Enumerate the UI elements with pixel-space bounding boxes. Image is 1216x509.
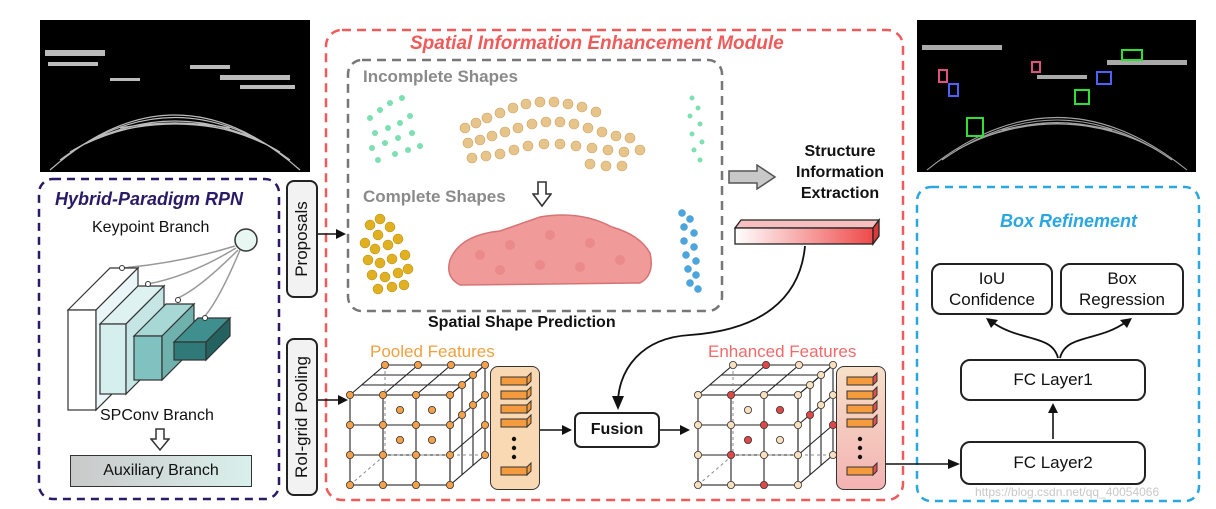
siem-title: Spatial Information Enhancement Module (410, 33, 784, 54)
incomplete-point-clouds (367, 95, 705, 172)
spconv-branch-label: SPConv Branch (100, 407, 214, 424)
structure-feature-vector (733, 218, 881, 246)
pooled-to-fusion-arrow-icon (540, 425, 572, 435)
roi-grid-pooling-tab: RoI-grid Pooling (286, 338, 318, 496)
incomplete-shapes-label: Incomplete Shapes (363, 67, 518, 86)
incomplete-to-complete-arrow-icon (532, 181, 552, 208)
shape-prediction-frame (346, 58, 724, 313)
siem-frame (324, 28, 905, 502)
box-label-line1: Box (1107, 268, 1137, 288)
structure-label-line1: Structure (804, 143, 876, 160)
box-regression-box: Box Regression (1060, 263, 1184, 315)
rpn-title: Hybrid-Paradigm RPN (55, 189, 244, 209)
refine-title: Box Refinement (1000, 211, 1138, 231)
keypoint-branch-label: Keypoint Branch (92, 219, 210, 236)
enhanced-feature-grid (694, 361, 837, 490)
complete-blue-cluster (678, 209, 702, 293)
lidar-scan-input-image (40, 20, 310, 172)
enhanced-to-fc2-arrow-icon (886, 459, 960, 469)
spconv-down-arrow-icon (150, 428, 170, 452)
pooled-feature-stack (490, 366, 540, 490)
structure-extraction-label: Structure Information Extraction (780, 142, 900, 204)
complete-yellow-cluster (359, 213, 414, 295)
iou-label-line1: IoU (978, 268, 1006, 288)
fc-layer2-box: FC Layer2 (960, 441, 1146, 485)
shape-to-structure-arrow-icon (728, 164, 777, 190)
fc-layer2-label: FC Layer2 (1013, 453, 1093, 473)
spatial-shape-prediction-label: Spatial Shape Prediction (428, 314, 616, 331)
auxiliary-branch-box: Auxiliary Branch (70, 455, 252, 487)
box-label-line2: Regression (1079, 290, 1165, 309)
complete-shapes-label: Complete Shapes (363, 187, 506, 206)
structure-to-fusion-arrow-icon (612, 245, 806, 410)
rpn-frame (37, 177, 281, 501)
fusion-box: Fusion (574, 412, 660, 448)
lidar-detection-output-image (917, 20, 1196, 172)
proposals-tab: Proposals (286, 180, 318, 298)
fc1-to-heads-arrows-icon (986, 318, 1132, 359)
structure-label-line2: Information (796, 163, 884, 181)
incomplete-green-side-cluster (687, 95, 705, 163)
fusion-to-enhanced-arrow-icon (660, 425, 690, 435)
structure-label-line3: Extraction (800, 184, 880, 202)
watermark-text: https://blog.csdn.net/qq_40054066 (975, 485, 1160, 499)
fusion-label: Fusion (590, 421, 644, 438)
complete-point-clouds (359, 209, 702, 295)
pooled-feature-grid (346, 361, 489, 490)
roigrid-arrow-icon (318, 395, 348, 405)
enhanced-features-label: Enhanced Features (708, 342, 857, 361)
incomplete-tan-car (459, 96, 646, 172)
fc2-to-fc1-arrow-icon (1048, 403, 1058, 439)
keypoint-node-icon (234, 228, 258, 252)
roi-grid-pooling-label: RoI-grid Pooling (292, 356, 311, 478)
auxiliary-branch-label: Auxiliary Branch (103, 462, 219, 479)
refine-frame (915, 185, 1201, 503)
fc-layer1-label: FC Layer1 (1013, 370, 1093, 390)
rpn-network-diagram (66, 228, 258, 412)
enhanced-feature-stack (836, 366, 886, 490)
proposals-label: Proposals (292, 201, 311, 277)
iou-label-line2: Confidence (948, 290, 1035, 309)
incomplete-green-cluster (367, 95, 423, 163)
proposals-arrow-icon (318, 229, 346, 239)
pooled-features-label: Pooled Features (370, 342, 495, 361)
iou-confidence-box: IoU Confidence (931, 263, 1053, 315)
fc-layer1-box: FC Layer1 (960, 359, 1146, 401)
